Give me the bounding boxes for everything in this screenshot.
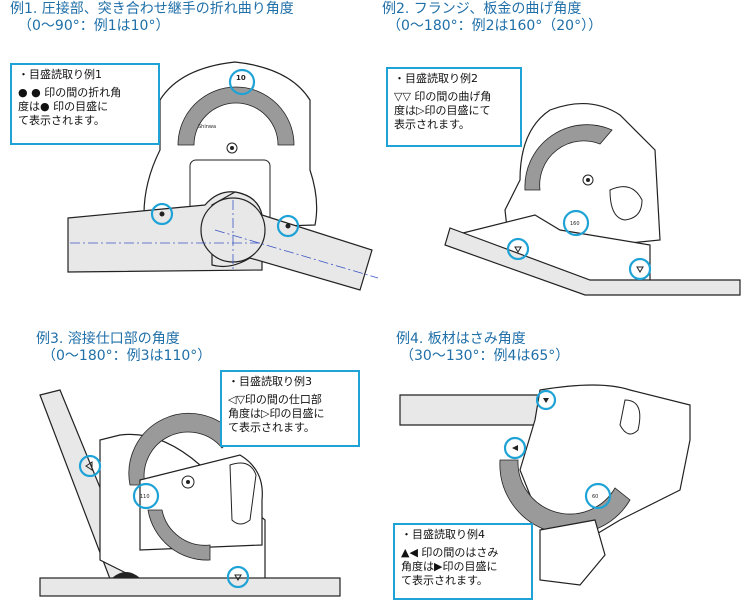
example-1-illustration: Shinwa 10 [67, 61, 379, 291]
example-2-title: 例2. フランジ、板金の曲げ角度 [382, 1, 582, 17]
base-plate [39, 577, 341, 597]
example-3-note: ・目盛読取り例3 ◁▽印の間の仕口部 角度は▷印の目盛に て表示されます。 [220, 370, 360, 447]
weld-fillet [112, 572, 140, 578]
readout-110: 110 [140, 494, 150, 500]
example-2-subtitle: （0〜180°：例2は160°（20°）） [387, 18, 603, 34]
note-1-line-3: て表示されます。 [18, 114, 105, 127]
example-2-illustration: 160 [444, 102, 741, 296]
note-2-heading: ・目盛読取り例2 [394, 72, 478, 85]
highlight-circle-right [276, 214, 300, 238]
highlight-circle-left [150, 202, 174, 226]
cutout [619, 399, 641, 435]
scale-arc-lower [147, 509, 211, 561]
sheet-flange [444, 227, 741, 296]
note-4-line-1: ▲◀ 印の間のはさみ [401, 546, 499, 559]
highlight-circle-readout [562, 209, 590, 237]
note-3-line-3: て表示されます。 [228, 421, 315, 434]
note-1-line-1: ● ● 印の間の折れ角 [18, 86, 122, 99]
note-2-line-1: ▽▽ 印の間の曲げ角 [394, 90, 492, 103]
note-4-line-3: て表示されます。 [401, 574, 488, 587]
highlight-circle-top [535, 389, 557, 411]
example-1-note: ・目盛読取り例1 ● ● 印の間の折れ角 度は● 印の目盛に て表示されます。 [10, 63, 160, 145]
note-2-line-3: 表示されます。 [394, 118, 470, 131]
note-3-heading: ・目盛読取り例3 [228, 375, 312, 388]
readout-60: 60 [592, 494, 598, 500]
highlight-circle-right [628, 257, 652, 281]
lower-arm [539, 519, 606, 586]
highlight-circle-left [503, 436, 527, 460]
marker-triangle-left [85, 461, 93, 471]
highlight-circle-readout [584, 482, 612, 510]
example-1-subtitle: （0〜90°：例1は10°） [18, 18, 170, 34]
highlight-circle-readout [228, 68, 256, 96]
example-4-illustration: 60 [399, 384, 691, 586]
example-1-title: 例1. 圧接部、突き合わせ継手の折れ曲り角度 [10, 1, 294, 17]
highlight-circle-bottom [226, 565, 250, 589]
example-3-title: 例3. 溶接仕口部の角度 [36, 331, 180, 347]
note-1-heading: ・目盛読取り例1 [18, 68, 102, 81]
example-4-subtitle: （30〜130°：例4は65°） [400, 348, 570, 364]
note-3-line-2: 角度は▷印の目盛に [228, 407, 325, 420]
note-4-line-2: 角度は▶印の目盛に [401, 560, 498, 573]
highlight-circle-left [78, 454, 102, 478]
highlight-circle-left [506, 237, 530, 261]
marker-triangle-left [514, 246, 522, 253]
note-2-line-2: 度は▷印の目盛にて [394, 104, 491, 117]
marker-triangle-top [543, 398, 549, 403]
example-4-note: ・目盛読取り例4 ▲◀ 印の間のはさみ 角度は▶印の目盛に て表示されます。 [393, 523, 533, 600]
gauge-brand: Shinwa [198, 124, 216, 130]
marker-dot-left [159, 211, 165, 217]
note-4-heading: ・目盛読取り例4 [401, 528, 485, 541]
marker-dot-right [285, 223, 291, 229]
marker-triangle-bottom [234, 574, 242, 581]
note-1-line-2: 度は● 印の目盛に [18, 100, 109, 113]
readout-10: 10 [236, 74, 246, 82]
cutout [229, 462, 257, 525]
scale-arc [524, 124, 613, 191]
highlight-circle-readout [132, 482, 160, 510]
note-3-line-1: ◁▽印の間の仕口部 [228, 393, 322, 406]
marker-triangle-right [636, 266, 644, 273]
cutout [609, 186, 643, 221]
example-3-subtitle: （0〜180°：例3は110°） [42, 348, 212, 364]
example-3-illustration: 110 [39, 389, 341, 597]
example-4-title: 例4. 板材はさみ角度 [396, 331, 526, 347]
readout-160: 160 [570, 221, 580, 227]
marker-triangle-left [512, 445, 518, 451]
scale-arc [499, 459, 631, 535]
example-2-note: ・目盛読取り例2 ▽▽ 印の間の曲げ角 度は▷印の目盛にて 表示されます。 [386, 67, 522, 147]
scale-arc [177, 86, 295, 146]
